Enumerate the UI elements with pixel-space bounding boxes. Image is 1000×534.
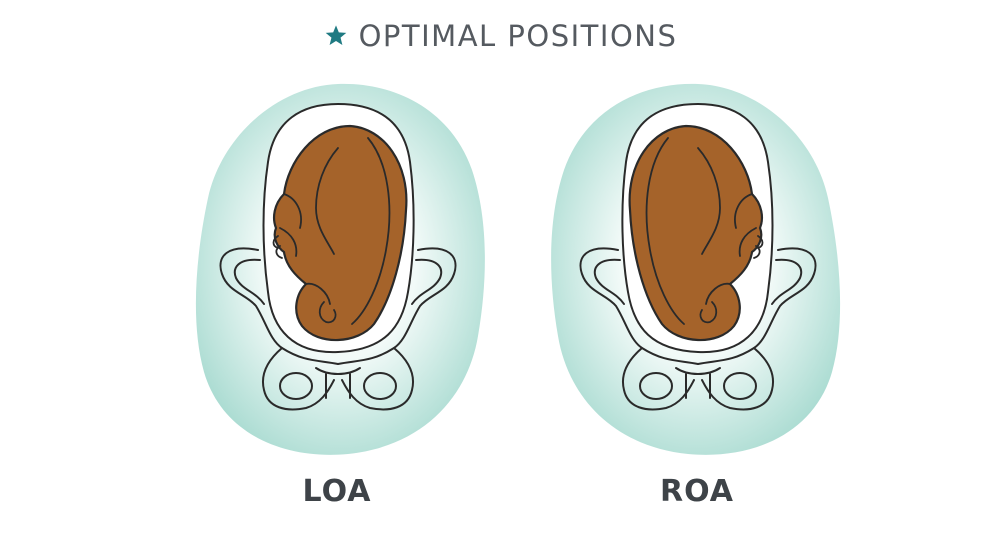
position-label-roa: ROA [659, 474, 734, 509]
fetus-illustration-icon [550, 82, 842, 456]
page-title: OPTIMAL POSITIONS [358, 19, 678, 53]
loa-illustration [188, 78, 488, 458]
star-icon [325, 25, 346, 45]
roa-illustration [548, 78, 848, 458]
position-label-loa: LOA [302, 474, 372, 509]
header: OPTIMAL POSITIONS [0, 14, 1000, 58]
fetus-illustration-icon [194, 82, 486, 456]
